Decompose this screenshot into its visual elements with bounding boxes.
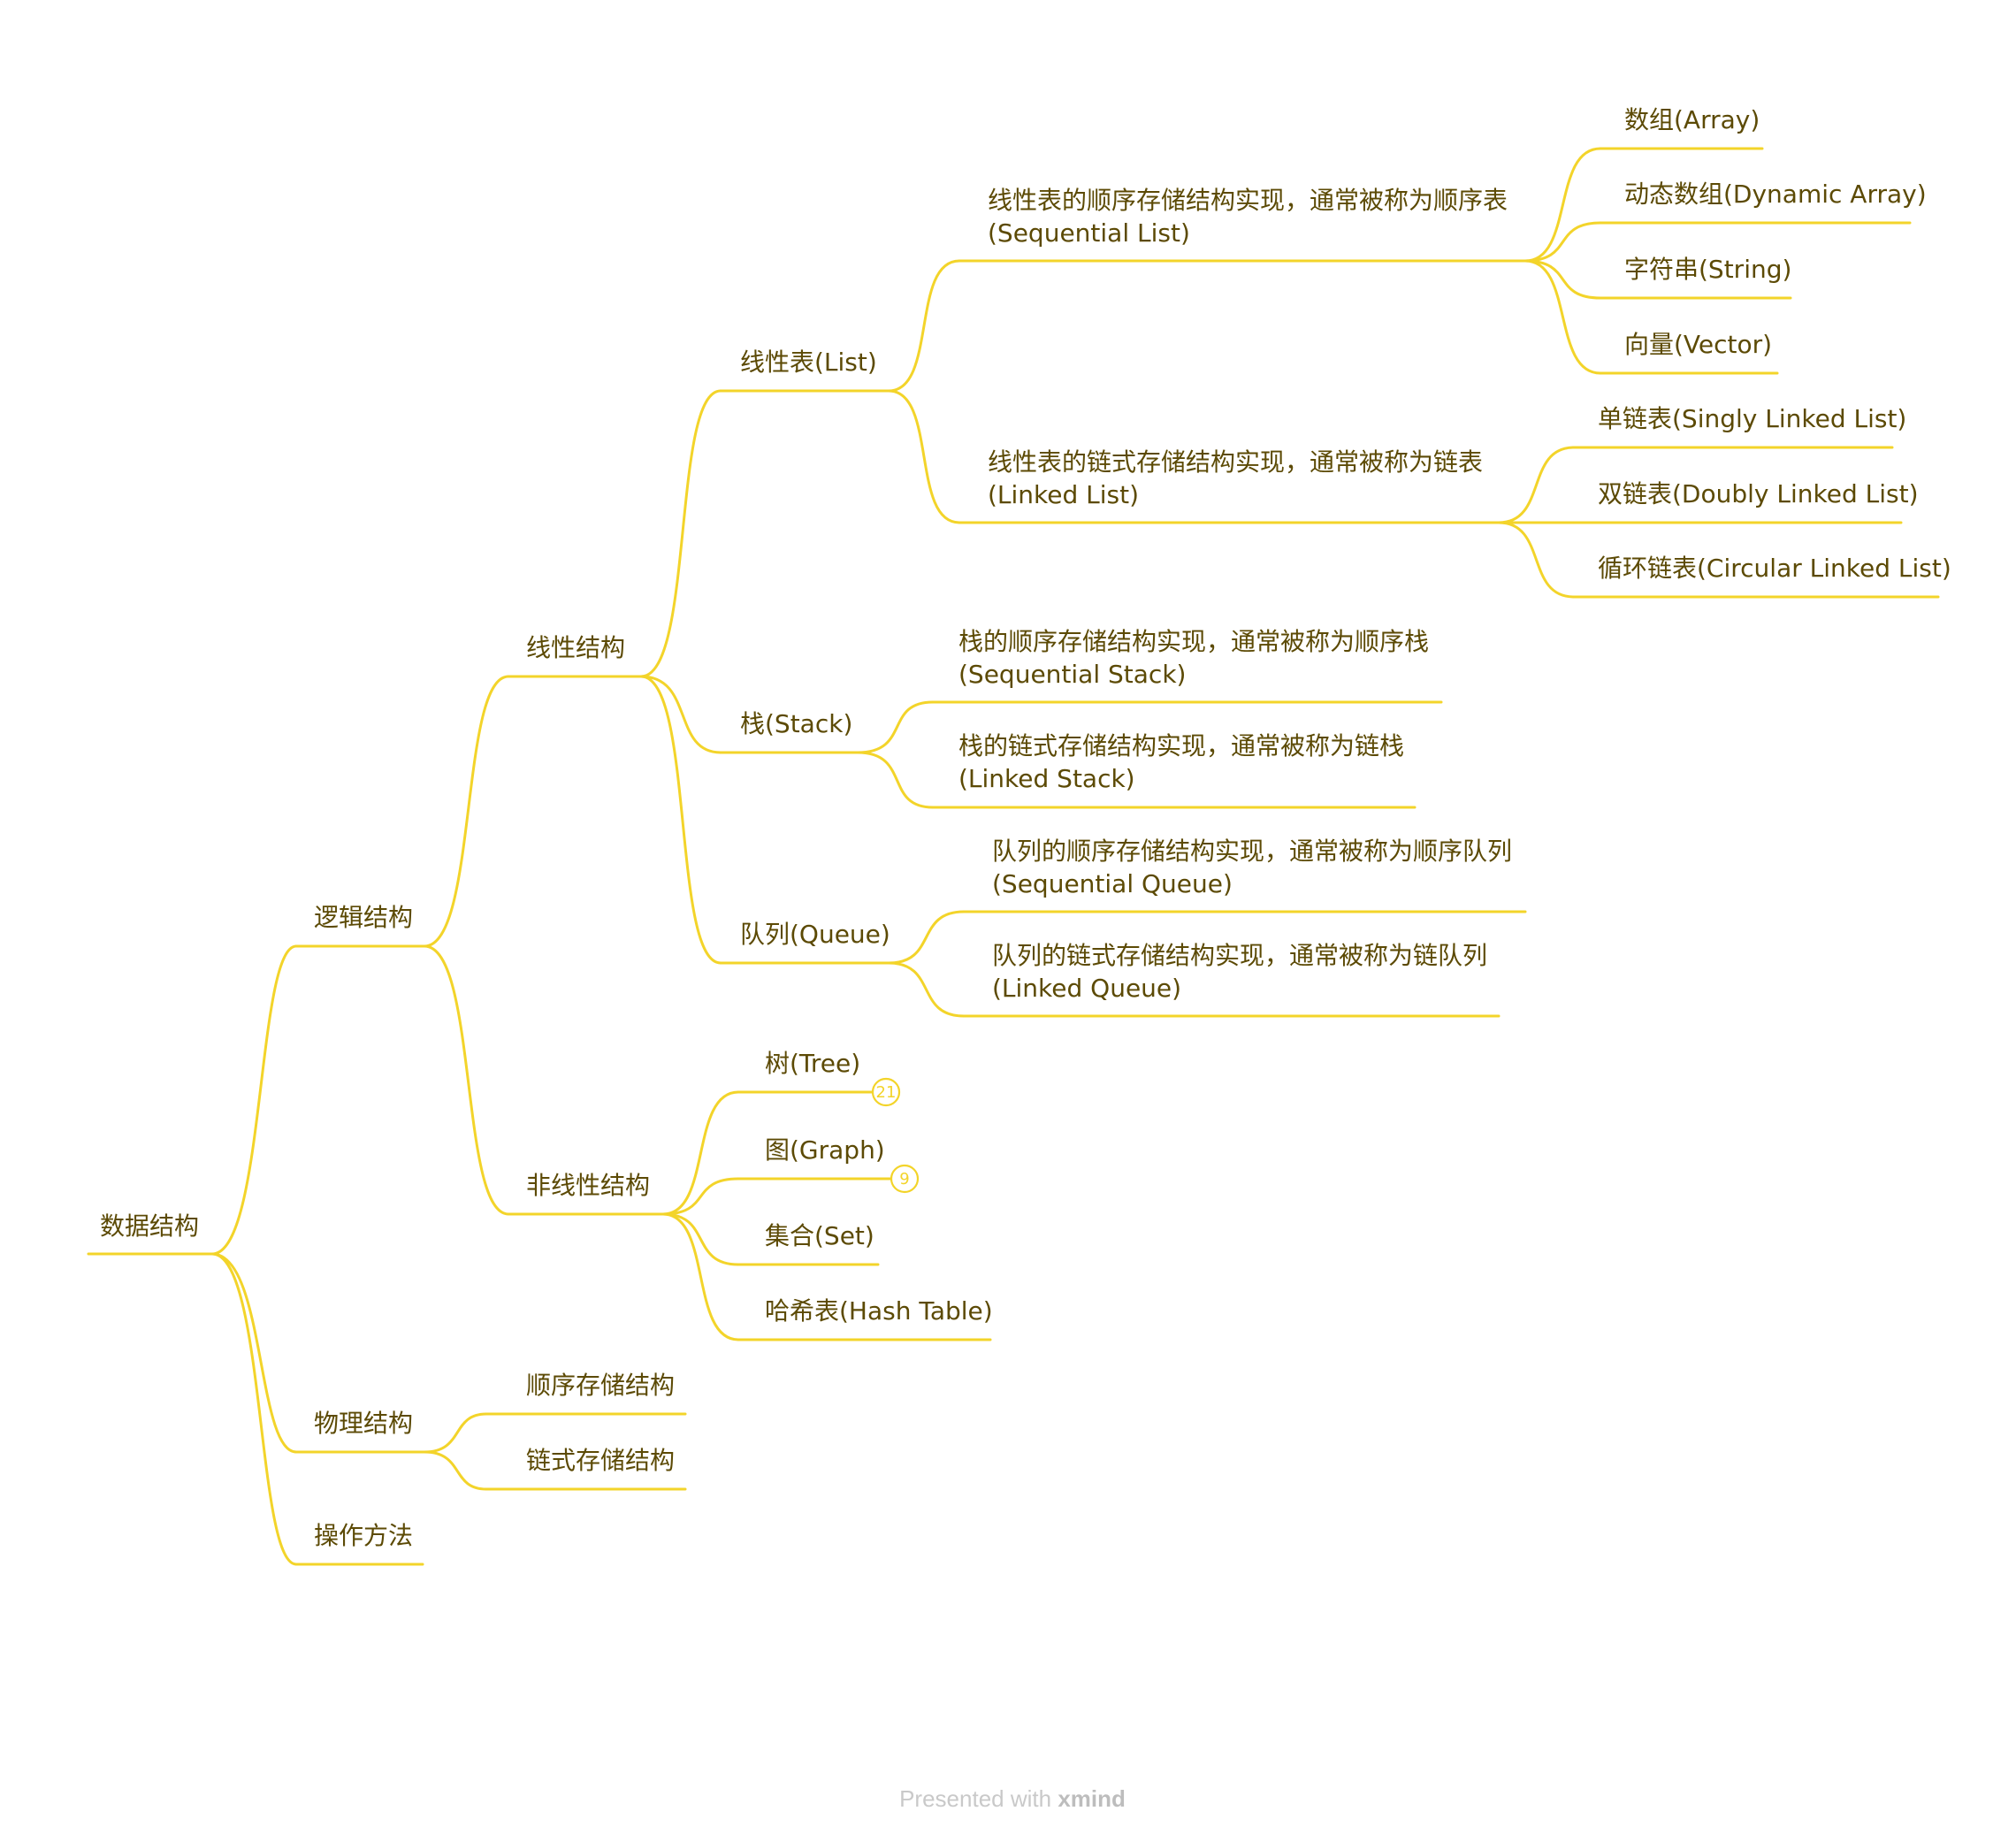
connector-queue-sequential (887, 910, 966, 965)
connector-linear-stack (639, 675, 722, 754)
topic-seq-queue-line2[interactable]: (Sequential Queue) (992, 869, 1233, 898)
connector-list-linked (887, 389, 961, 524)
collapse-badges: 21 9 (871, 1077, 920, 1194)
tree-collapse-count: 21 (876, 1083, 897, 1102)
topic-set[interactable]: 集合(Set) (765, 1221, 874, 1250)
connector-nonlinear-hash (661, 1212, 740, 1341)
connector-root-operations (210, 1252, 298, 1566)
connector-seq-dynamic (1523, 221, 1602, 263)
topic-phys-sequential[interactable]: 顺序存储结构 (526, 1371, 675, 1400)
topic-list[interactable]: 线性表(List) (740, 348, 877, 377)
topic-phys-linked[interactable]: 链式存储结构 (526, 1446, 675, 1475)
topic-linear[interactable]: 线性结构 (526, 633, 625, 662)
connector-seq-array (1523, 147, 1602, 263)
topic-linked-queue-line2[interactable]: (Linked Queue) (992, 974, 1181, 1003)
topic-singly-linked[interactable]: 单链表(Singly Linked List) (1598, 404, 1906, 433)
topic-seq-stack-line2[interactable]: (Sequential Stack) (958, 660, 1186, 689)
connectors (210, 147, 1602, 1566)
topic-linked-list-line1[interactable]: 线性表的链式存储结构实现，通常被称为链表 (988, 447, 1483, 477)
topic-array[interactable]: 数组(Array) (1624, 105, 1760, 134)
topic-logical[interactable]: 逻辑结构 (314, 903, 413, 932)
xmind-logo: xmind (1058, 1785, 1126, 1812)
connector-linked-singly (1497, 446, 1576, 524)
topic-linked-queue-line1[interactable]: 队列的链式存储结构实现，通常被称为链队列 (992, 941, 1487, 970)
topic-seq-stack-line1[interactable]: 栈的顺序存储结构实现，通常被称为顺序栈 (958, 627, 1429, 656)
credit-prefix: Presented with (899, 1785, 1058, 1812)
topic-graph[interactable]: 图(Graph) (765, 1135, 885, 1165)
topic-underlines (87, 147, 1940, 1566)
topic-physical[interactable]: 物理结构 (314, 1409, 413, 1438)
connector-linear-queue (639, 675, 722, 965)
topic-string[interactable]: 字符串(String) (1624, 255, 1791, 284)
topic-linked-stack-line2[interactable]: (Linked Stack) (958, 764, 1135, 793)
topic-operations[interactable]: 操作方法 (314, 1521, 413, 1550)
connector-physical-sequential (423, 1412, 488, 1454)
topic-queue[interactable]: 队列(Queue) (740, 920, 890, 949)
connector-logical-nonlinear (423, 944, 510, 1216)
tree-collapse-badge-circle[interactable] (871, 1077, 901, 1107)
topic-root[interactable]: 数据结构 (100, 1211, 199, 1241)
topic-circular-linked[interactable]: 循环链表(Circular Linked List) (1598, 554, 1951, 583)
graph-collapse-badge[interactable]: 9 (890, 1164, 920, 1194)
connector-physical-linked (423, 1450, 488, 1491)
topic-hash-table[interactable]: 哈希表(Hash Table) (765, 1296, 993, 1326)
topic-dynamic-array[interactable]: 动态数组(Dynamic Array) (1624, 180, 1927, 209)
tree-collapse-badge[interactable]: 21 (871, 1077, 901, 1107)
topic-labels: 数据结构 逻辑结构 物理结构 操作方法 线性结构 非线性结构 线性表(List)… (100, 105, 1951, 1550)
graph-collapse-count: 9 (899, 1170, 909, 1188)
topic-seq-list-line2[interactable]: (Sequential List) (988, 218, 1190, 248)
connector-stack-linked (856, 751, 935, 809)
connector-queue-linked (887, 961, 966, 1018)
topic-vector[interactable]: 向量(Vector) (1624, 330, 1772, 359)
topic-seq-list-line1[interactable]: 线性表的顺序存储结构实现，通常被称为顺序表 (988, 186, 1508, 215)
connector-seq-vector (1523, 259, 1602, 375)
topic-linked-list-line2[interactable]: (Linked List) (988, 480, 1139, 509)
topic-doubly-linked[interactable]: 双链表(Doubly Linked List) (1598, 479, 1919, 508)
connector-list-sequential (887, 259, 961, 393)
connector-seq-string (1523, 259, 1602, 300)
connector-nonlinear-graph (661, 1177, 740, 1216)
connector-nonlinear-set (661, 1212, 740, 1266)
graph-collapse-badge-circle[interactable] (890, 1164, 920, 1194)
connector-logical-linear (423, 675, 510, 948)
presented-with-credit: Presented with xmind (899, 1785, 1126, 1812)
topic-nonlinear[interactable]: 非线性结构 (526, 1171, 650, 1200)
connector-linked-circular (1497, 521, 1576, 599)
connector-linear-list (639, 389, 722, 678)
connector-root-physical (210, 1252, 298, 1454)
topic-stack[interactable]: 栈(Stack) (740, 709, 852, 738)
connector-stack-sequential (856, 700, 935, 754)
topic-seq-queue-line1[interactable]: 队列的顺序存储结构实现，通常被称为顺序队列 (992, 837, 1512, 866)
connector-nonlinear-tree (661, 1090, 740, 1216)
topic-linked-stack-line1[interactable]: 栈的链式存储结构实现，通常被称为链栈 (958, 731, 1404, 760)
topic-tree[interactable]: 树(Tree) (765, 1049, 860, 1078)
connector-root-logical (210, 944, 298, 1256)
